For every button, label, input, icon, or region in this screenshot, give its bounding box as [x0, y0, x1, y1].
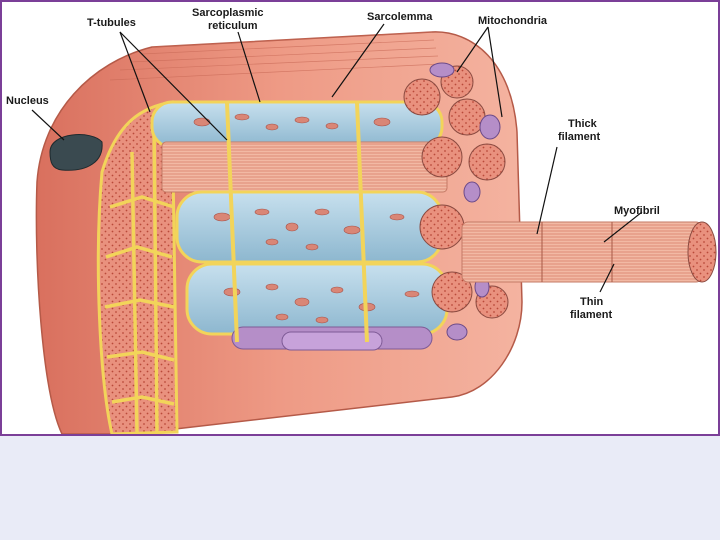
label-reticulum: reticulum — [208, 20, 258, 32]
label-thin-filament: filament — [570, 309, 613, 321]
muscle-fiber-illustration: T-tubules Sarcoplasmic reticulum Sarcole… — [6, 7, 717, 434]
label-thick-filament: filament — [558, 131, 601, 143]
sarcolemma-surface-lines — [109, 31, 441, 81]
label-myofibril: Myofibril — [614, 205, 660, 217]
extended-myofibril — [461, 221, 717, 283]
figure-frame: T-tubules Sarcoplasmic reticulum Sarcole… — [0, 0, 720, 436]
empty-slide-area — [0, 436, 720, 540]
nucleus-shape — [49, 134, 103, 171]
label-t-tubules: T-tubules — [87, 17, 136, 29]
sarcoplasmic-reticulum-pattern — [193, 113, 420, 324]
cross-section-t-tubule-network — [104, 121, 175, 433]
label-sarcolemma: Sarcolemma — [367, 11, 433, 23]
label-mitochondria: Mitochondria — [478, 15, 548, 27]
leader-lines — [31, 23, 643, 293]
label-thin: Thin — [580, 296, 603, 308]
myofibril-ends — [403, 65, 509, 319]
mitochondria-group — [429, 62, 501, 341]
label-sarcoplasmic: Sarcoplasmic — [192, 7, 264, 19]
myofibril-bundle — [150, 100, 449, 351]
label-nucleus: Nucleus — [6, 95, 49, 107]
label-thick: Thick — [568, 118, 598, 130]
t-tubule-bands — [225, 101, 369, 343]
